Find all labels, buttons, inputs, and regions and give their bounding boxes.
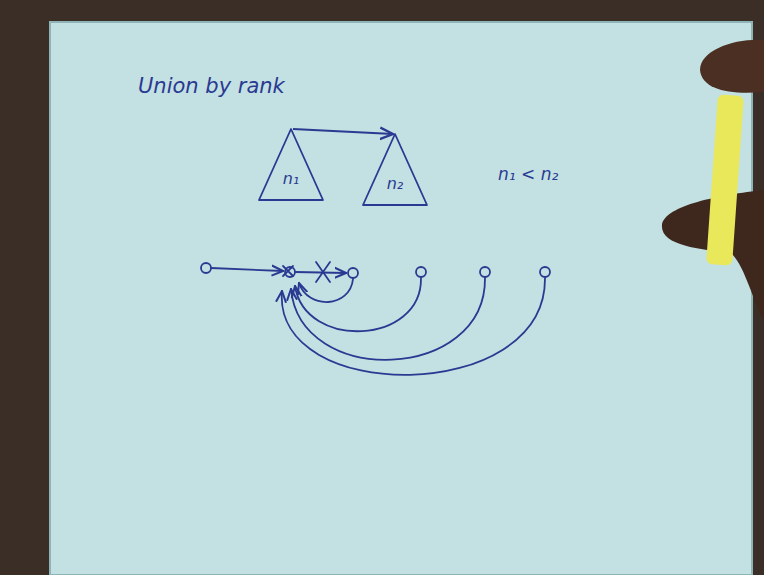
marker-pen — [706, 94, 744, 265]
subtree-label: n₂ — [387, 174, 404, 207]
element-circle — [201, 263, 211, 273]
element-circle — [416, 267, 426, 277]
subtree-triangle: n₂ — [362, 133, 428, 207]
pointer-curve — [291, 278, 485, 360]
subtree-label: n₁ — [283, 169, 300, 202]
triangle-path — [259, 129, 323, 200]
pointer-curve — [299, 279, 353, 302]
cross-mark — [283, 266, 293, 276]
paper-sheet — [50, 22, 752, 575]
element-circle — [480, 267, 490, 277]
note-label: n₁ < n₂ — [498, 164, 558, 184]
element-circle — [540, 267, 550, 277]
cross-mark — [316, 262, 330, 282]
triangle-path — [363, 134, 427, 205]
pointer-arrow — [295, 272, 346, 273]
subtree-triangle: n₁ — [258, 128, 324, 202]
triangle-outline — [258, 128, 324, 202]
union-arrow — [293, 129, 393, 134]
pointer-curve — [295, 278, 421, 331]
title: Union by rank — [138, 74, 285, 98]
pointer-curve — [282, 278, 545, 375]
pointer-arrow — [211, 268, 283, 271]
triangle-outline — [362, 133, 428, 207]
paper-edge — [50, 22, 752, 575]
element-circle — [348, 268, 358, 278]
hand-fingers — [700, 40, 764, 93]
